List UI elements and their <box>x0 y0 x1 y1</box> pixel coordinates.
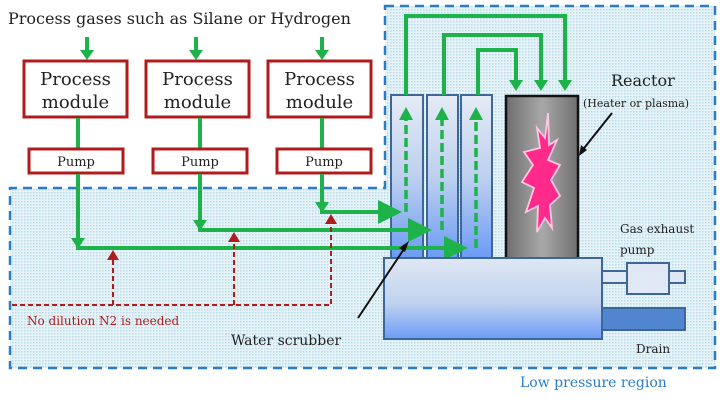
process-module-label: module <box>164 92 231 113</box>
water-scrubber-label: Water scrubber <box>231 333 342 349</box>
drain-pipe <box>601 307 686 331</box>
low-pressure-region-label: Low pressure region <box>520 375 667 391</box>
dilution-note: No dilution N2 is needed <box>27 314 180 328</box>
arrow-down-icon <box>534 80 548 91</box>
pump-label: Pump <box>57 155 95 170</box>
arrow-down-icon <box>315 50 329 60</box>
overhead-lines <box>404 14 567 95</box>
process-module-label: module <box>286 92 353 113</box>
arrow-up-icon <box>435 107 449 120</box>
pump-2: Pump <box>151 147 249 175</box>
arrow-up-icon <box>399 107 413 120</box>
scrubber-upflows <box>404 118 478 248</box>
reactor-sublabel: (Heater or plasma) <box>583 97 689 110</box>
gas-exhaust-pump <box>601 262 686 295</box>
arrow-up-icon <box>228 232 240 242</box>
process-module-label: module <box>42 92 109 113</box>
pump-label: Pump <box>181 155 219 170</box>
arrow-down-icon <box>509 80 523 91</box>
process-module-label: Process <box>284 69 355 90</box>
module-pump-lines <box>76 118 324 149</box>
pump-1: Pump <box>27 147 125 175</box>
diagram-title: Process gases such as Silane or Hydrogen <box>8 9 351 28</box>
process-module-2: Process module <box>144 59 251 119</box>
gas-exhaust-pump-label: pump <box>620 243 655 257</box>
gas-exhaust-pump-label: Gas exhaust <box>620 222 694 236</box>
arrow-up-icon <box>107 250 119 260</box>
arrow-up-icon <box>469 107 483 120</box>
pointer-arrow-icon <box>399 241 409 252</box>
process-module-1: Process module <box>22 59 129 119</box>
arrow-down-icon <box>558 80 572 91</box>
water-scrubber-tank <box>383 257 603 340</box>
process-module-label: Process <box>40 69 111 90</box>
dilution-lines <box>12 222 332 306</box>
arrow-up-icon <box>325 214 337 224</box>
process-module-label: Process <box>162 69 233 90</box>
plasma-icon <box>520 112 562 233</box>
reactor <box>504 94 580 262</box>
pointer-arrow-icon <box>579 145 587 156</box>
arrow-down-icon <box>71 238 85 249</box>
pump-label: Pump <box>305 155 343 170</box>
arrow-down-icon <box>189 50 203 60</box>
gas-inlet-arrows <box>85 37 324 52</box>
pointer-lines <box>357 112 613 319</box>
pump-3: Pump <box>275 147 373 175</box>
drain-label: Drain <box>636 342 670 356</box>
arrow-down-icon <box>315 202 329 213</box>
process-module-3: Process module <box>266 59 373 119</box>
reactor-label: Reactor <box>611 71 675 90</box>
arrow-down-icon <box>193 220 207 231</box>
arrow-down-icon <box>80 50 94 60</box>
